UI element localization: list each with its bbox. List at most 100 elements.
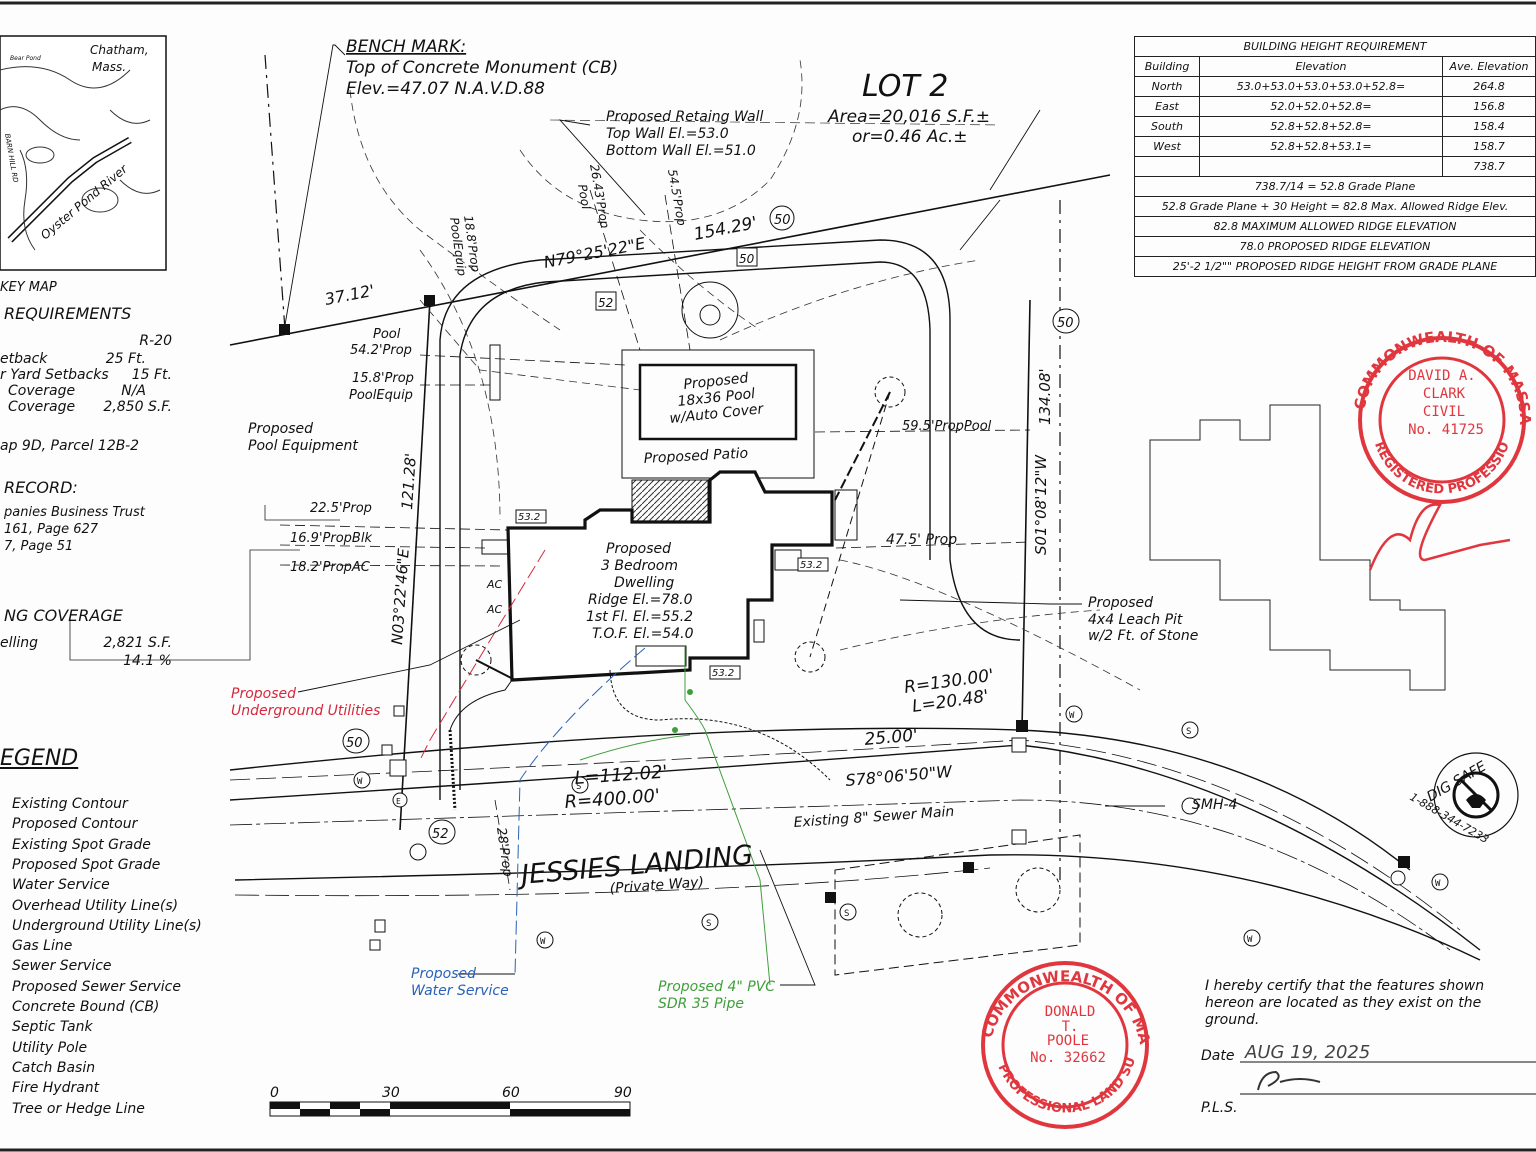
- height-header-elevation: Elevation: [1199, 56, 1443, 77]
- house-label-5: 1st Fl. El.=55.2: [586, 609, 693, 625]
- front-distance: 25.00': [864, 725, 919, 750]
- proposed-pvc-pipe: [684, 646, 771, 986]
- concrete-bounds: [279, 295, 1410, 903]
- pvc-label-1: Proposed 4" PVC: [658, 979, 775, 995]
- retaining-wall-east: [609, 669, 831, 781]
- svg-text:W: W: [1435, 879, 1441, 889]
- existing-contours: [349, 59, 1141, 691]
- zoning-row-3: Coverage N/A: [8, 383, 172, 399]
- height-row-2-elev: 52.8+52.8+52.8=: [1199, 116, 1443, 137]
- zoning-row-0-value: R-20: [139, 333, 172, 349]
- legend-item: Existing Contour: [12, 796, 128, 812]
- svg-text:S: S: [844, 909, 849, 919]
- coverage-row-0-label: elling: [0, 635, 39, 651]
- ac-unit-a: AC: [486, 578, 503, 591]
- retaining-wall-west: [449, 679, 513, 731]
- underground-utilities-1: Proposed: [231, 686, 296, 702]
- svg-text:S: S: [1186, 727, 1191, 737]
- leach-label-1: Proposed: [1088, 595, 1153, 611]
- east-bearing: S01°08'12"W: [1032, 454, 1050, 555]
- pool-side-b: 54.2'Prop: [350, 343, 412, 358]
- pool-dim-north-b: Pool: [575, 183, 593, 211]
- smh-label: SMH-4: [1192, 797, 1237, 813]
- house-label-2: 3 Bedroom: [601, 558, 678, 574]
- cert-line-2: hereon are located as they exist on the: [1205, 995, 1481, 1011]
- utility-symbols: S S S S W W W W W E: [353, 705, 1449, 951]
- dim-16-9: 16.9'PropBlk: [290, 531, 372, 546]
- pool-equip-side-b: PoolEquip: [349, 388, 413, 403]
- legend-item: Proposed Sewer Service: [12, 978, 181, 995]
- pool-equip-side-a: 15.8'Prop: [352, 371, 414, 386]
- zoning-row-1-label: etback: [0, 351, 48, 367]
- svg-text:W: W: [1247, 935, 1253, 945]
- key-map: Chatham, Mass. Bear Pond BARN HILL RD Oy…: [0, 35, 167, 295]
- height-row-1-avg: 156.8: [1442, 96, 1536, 117]
- svg-text:E: E: [396, 797, 401, 806]
- legend-item: Fire Hydrant: [12, 1080, 100, 1097]
- neighbor-building: [1149, 404, 1446, 691]
- engineer-number: No. 41725: [1408, 422, 1484, 438]
- height-row-1-side: East: [1134, 96, 1200, 117]
- legend-item: Water Service: [12, 877, 110, 894]
- legend-item: Concrete Bound (CB): [12, 999, 160, 1015]
- road: [229, 727, 1481, 961]
- scale-tick-0: 0: [270, 1085, 279, 1101]
- height-row-2-avg: 158.4: [1442, 116, 1536, 137]
- dim-18-2: 18.2'PropAC: [290, 560, 371, 575]
- svg-text:W: W: [357, 777, 363, 787]
- leach-label-3: w/2 Ft. of Stone: [1088, 628, 1198, 644]
- bench-mark-line2: Elev.=47.07 N.A.V.D.88: [346, 79, 545, 99]
- keymap-caption: KEY MAP: [0, 280, 57, 295]
- height-table-title: BUILDING HEIGHT REQUIREMENT: [1134, 36, 1536, 57]
- pvc-label-2: SDR 35 Pipe: [658, 996, 744, 1012]
- pool-equipment-b: Pool Equipment: [248, 438, 358, 454]
- engineer-discipline: CIVIL: [1423, 404, 1465, 420]
- coverage-row-0-value: 2,821 S.F.: [103, 635, 172, 651]
- height-row-3-avg: 158.7: [1442, 136, 1536, 157]
- max-ridge-row: 82.8 MAXIMUM ALLOWED RIDGE ELEVATION: [1134, 216, 1536, 237]
- north-bearing: N79°25'22"E: [542, 233, 648, 271]
- cert-line-1: I hereby certify that the features shown: [1205, 978, 1484, 994]
- utility-lines: [419, 549, 771, 986]
- retaining-wall-line3: Bottom Wall El.=51.0: [606, 143, 756, 159]
- west-distance: 121.28': [398, 453, 420, 511]
- contour-label-50c: 50: [1057, 316, 1074, 331]
- coverage-heading: NG COVERAGE: [4, 606, 123, 625]
- dig-safe-logo: DIG SAFE 1-888-344-7233: [1408, 752, 1519, 846]
- bench-mark-line1: Top of Concrete Monument (CB): [346, 58, 618, 78]
- east-distance: 134.08': [1036, 368, 1054, 425]
- retaining-wall-line1: Proposed Retaing Wall: [606, 109, 764, 125]
- keymap-place: Chatham,: [90, 43, 149, 57]
- svg-text:COMMONWEALTH OF MASSACHUSETTS: COMMONWEALTH OF MASSACHUSETTS: [0, 0, 1154, 1046]
- height-row-4-side: [1134, 156, 1200, 177]
- house-label-3: Dwelling: [614, 575, 674, 591]
- zoning-row-2: r Yard Setbacks 15 Ft.: [0, 367, 172, 383]
- record-line-2: 7, Page 51: [4, 539, 74, 554]
- pool-east-dim: 59.5'PropPool: [902, 419, 992, 434]
- keymap-state: Mass.: [92, 60, 126, 74]
- legend-item: Proposed Contour: [12, 816, 138, 833]
- zoning-row-4-label: Coverage: [8, 399, 76, 415]
- proposed-ridge-row: 78.0 PROPOSED RIDGE ELEVATION: [1134, 236, 1536, 257]
- scale-tick-30: 30: [382, 1085, 400, 1101]
- sewer-main-label: Existing 8" Sewer Main: [793, 804, 955, 831]
- record-heading: RECORD:: [4, 478, 78, 497]
- dim-28: 28'Prop: [493, 826, 515, 877]
- contour-label-50d: 50: [346, 736, 363, 751]
- lot-title: LOT 2: [862, 69, 948, 104]
- legend-item: Gas Line: [12, 938, 73, 955]
- legend-item: Utility Pole: [12, 1039, 88, 1056]
- proposed-underground-utilities: [419, 549, 546, 761]
- legend-heading: EGEND: [0, 746, 79, 771]
- north-lot-line: [229, 174, 1111, 346]
- lot-acres: or=0.46 Ac.±: [852, 127, 968, 147]
- pool-equipment-a: Proposed: [248, 421, 313, 437]
- proposed-water-service: [514, 647, 646, 976]
- coverage-row-1-value: 14.1 %: [123, 653, 172, 669]
- street-sub: (Private Way): [609, 874, 704, 897]
- height-row-0-avg: 264.8: [1442, 76, 1536, 97]
- water-service-2: Water Service: [411, 983, 509, 999]
- west-lot-line: [399, 299, 431, 831]
- pool-area: [621, 281, 815, 523]
